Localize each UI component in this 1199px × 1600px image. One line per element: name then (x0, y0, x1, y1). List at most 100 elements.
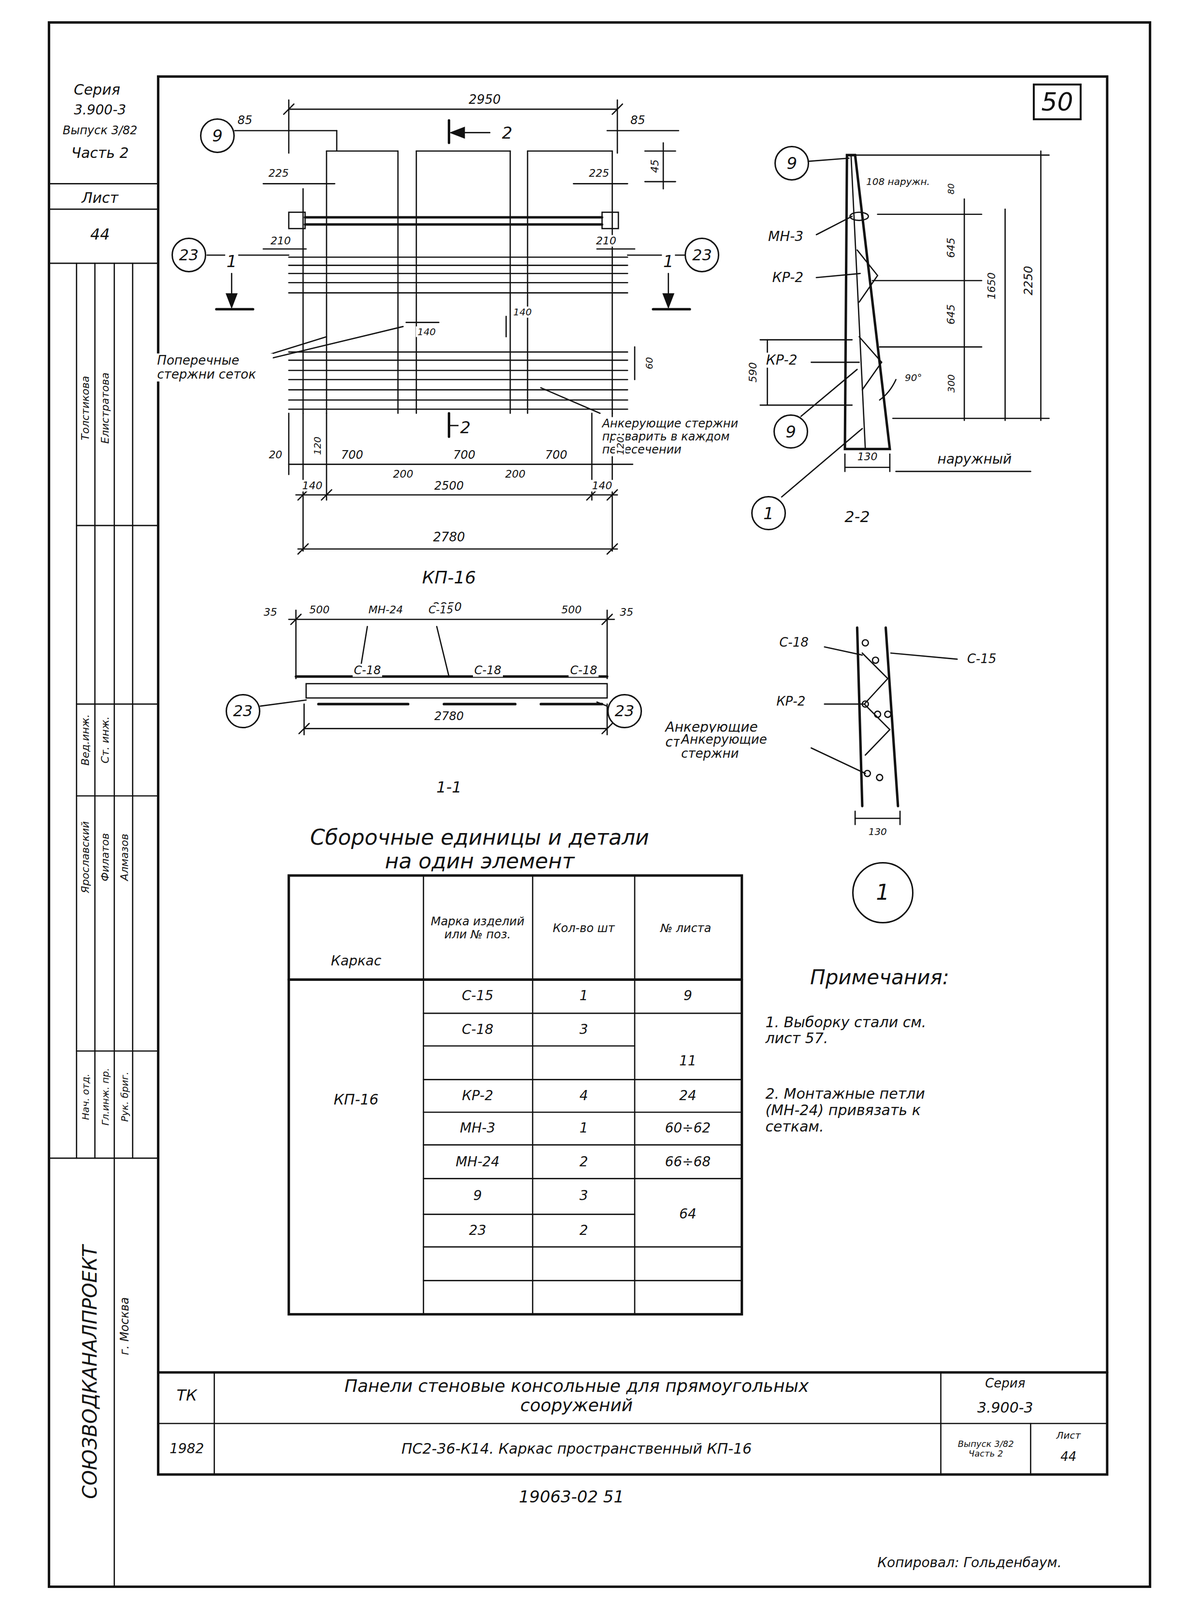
signature-role: Рук. бриг. (119, 1070, 130, 1124)
note-text: 1. Выборку стали см. лист 57. (763, 1014, 951, 1047)
dimension: 85 (236, 114, 255, 128)
dimension: 60 (643, 355, 655, 371)
section-mark: 1 (225, 252, 239, 271)
signature-role: Нач. отд. (80, 1072, 91, 1122)
drawing-subtitle: ПС2-36-К14. Каркас пространственный КП-1… (399, 1441, 754, 1458)
dimension: 85 (628, 114, 647, 128)
callout-circle: 1 (852, 862, 914, 924)
dimension: 2780 (431, 530, 467, 545)
callout-number: 23 (614, 703, 635, 719)
table-cell: 2 (577, 1154, 590, 1170)
dimension: 140 (512, 306, 534, 318)
callout-circle: 23 (684, 237, 720, 273)
part-mark: МН-24 (367, 604, 405, 617)
dimension: 120 (312, 435, 323, 457)
view-title: КП-16 (420, 568, 478, 588)
signature-role: Ст. инж. (99, 714, 112, 766)
table-cell: 60÷62 (663, 1121, 713, 1137)
part-mark: С-18 (777, 635, 811, 650)
signature-role: Гл.инж. пр. (99, 1066, 111, 1128)
part-mark: С-18 (472, 663, 503, 677)
dimension: 645 (945, 302, 958, 327)
sheet-number: 44 (88, 226, 112, 244)
series-number: 3.900-3 (72, 102, 128, 118)
dimension: 700 (339, 448, 365, 462)
table-header: Каркас (329, 953, 383, 969)
dimension: 2780 (432, 710, 466, 724)
table-cell: 4 (577, 1088, 590, 1104)
table-cell: 1 (577, 988, 590, 1004)
callout-circle: 23 (607, 694, 643, 729)
dimension: 20 (267, 449, 284, 462)
issue-label: Выпуск 3/82 (61, 124, 140, 138)
dimension: 200 (391, 468, 415, 481)
dimension: 35 (262, 606, 279, 619)
part-mark: МН-3 (766, 228, 805, 244)
dimension: 210 (269, 234, 293, 247)
signature-name: Ярославский (79, 819, 92, 895)
callout-circle: 9 (773, 414, 809, 450)
title-cell: Лист (1054, 1430, 1083, 1442)
section-mark: 2 (500, 123, 514, 143)
note-label: Поперечные стержни сеток (155, 353, 273, 382)
table-header: № листа (638, 922, 734, 936)
dimension: 210 (594, 234, 618, 247)
table-cell: МН-3 (458, 1121, 497, 1137)
callout-number: 1 (763, 505, 774, 522)
part-mark: С-15 (427, 604, 455, 617)
signature-name: Толстикова (79, 374, 92, 442)
callout-number: 50 (1041, 89, 1073, 115)
dimension: 2950 (467, 92, 502, 107)
signature-name: Елистратова (99, 371, 112, 445)
dimension: 500 (307, 604, 331, 617)
title-cell: ТК (174, 1387, 199, 1405)
table-cell: 3 (577, 1022, 590, 1038)
sheet-number-box: 50 (1032, 83, 1082, 121)
dimension: 80 (946, 181, 957, 196)
table-cell: 11 (677, 1053, 699, 1069)
callout-number: 23 (178, 247, 199, 263)
archive-number: 19063-02 51 (517, 1487, 626, 1507)
notes-heading: Примечания: (808, 966, 951, 989)
dimension: 120 (614, 435, 626, 457)
table-cell: 9 (471, 1188, 484, 1204)
callout-circle: 23 (171, 237, 207, 273)
table-cell: КР-2 (460, 1088, 495, 1104)
dimension: 500 (559, 604, 584, 617)
callout-circle: 9 (199, 118, 235, 154)
signature-name: Алмазов (118, 832, 131, 883)
table-cell: 64 (677, 1206, 699, 1222)
signature-name: Филатов (99, 831, 112, 883)
table-cell: МН-24 (454, 1154, 501, 1170)
dimension: 590 (747, 360, 760, 385)
dimension: 140 (415, 326, 438, 337)
series-label: Серия (72, 81, 122, 99)
title-cell: 1982 (168, 1441, 206, 1457)
table-header: Кол-во шт (536, 922, 631, 936)
title-cell: 3.900-3 (975, 1399, 1035, 1417)
title-cell: Серия (983, 1376, 1027, 1391)
part-mark: КР-2 (764, 352, 800, 368)
section-mark: 2 (458, 418, 472, 437)
callout-number: 9 (786, 155, 798, 172)
dimension: 225 (267, 167, 291, 180)
dimension: 140 (300, 479, 324, 492)
table-cell: 3 (577, 1188, 590, 1204)
table-cell: 9 (682, 988, 694, 1004)
view-title: 2-2 (842, 508, 871, 527)
table-cell: 1 (577, 1121, 590, 1137)
dimension: 1650 (985, 271, 999, 301)
table-cell: С-18 (460, 1022, 495, 1038)
dimension: 108 наружн. (864, 176, 932, 187)
dimension: 130 (867, 826, 889, 837)
table-cell: 24 (677, 1088, 699, 1104)
callout-circle: 9 (774, 145, 810, 181)
sheet-label: Лист (80, 189, 120, 207)
angle-label: 90° (903, 371, 924, 383)
table-cell: С-15 (460, 988, 495, 1004)
note-text: 2. Монтажные петли (МН-24) привязать к с… (763, 1085, 951, 1135)
title-cell: 44 (1058, 1450, 1078, 1465)
dimension: 225 (587, 167, 611, 180)
table-cell: КП-16 (332, 1091, 381, 1109)
callout-number: 9 (212, 127, 223, 144)
